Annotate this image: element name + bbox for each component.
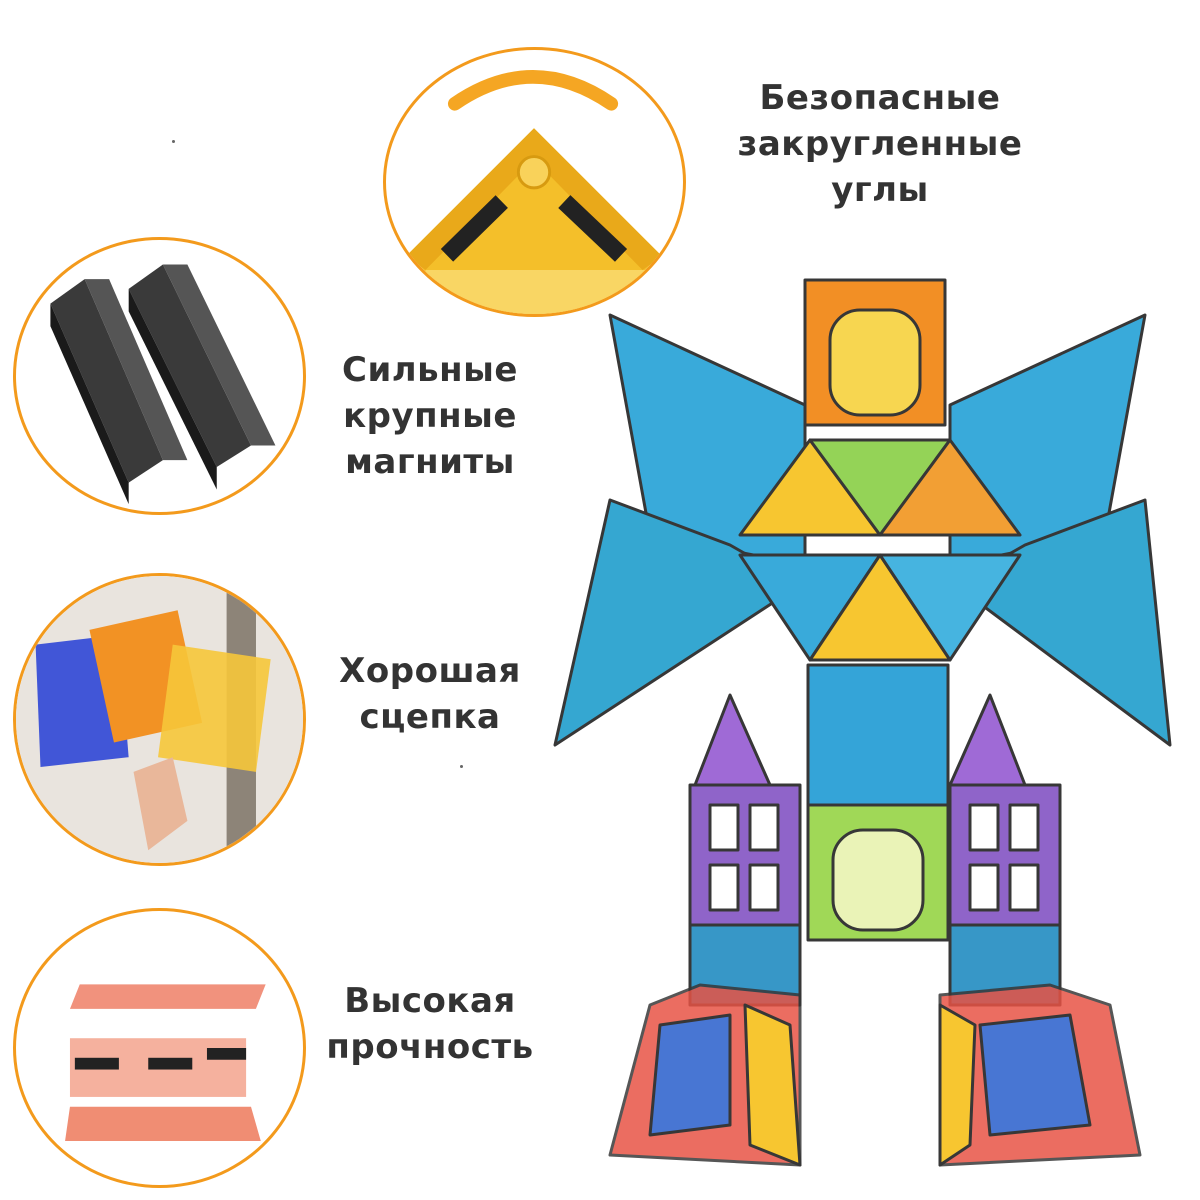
feature-line: закругленные bbox=[737, 124, 1023, 164]
feature-label-durability: Высокая прочность bbox=[320, 978, 540, 1070]
feature-line: магниты bbox=[345, 442, 515, 482]
feature-label-coupling: Хорошая сцепка bbox=[325, 648, 535, 740]
decorative-dot bbox=[460, 765, 463, 768]
feature-line: сцепка bbox=[359, 697, 501, 737]
feature-line: Сильные bbox=[342, 350, 518, 390]
feature-line: углы bbox=[831, 170, 929, 210]
connected-tiles-icon bbox=[13, 573, 306, 866]
feature-line: прочность bbox=[326, 1027, 534, 1067]
feature-line: Безопасные bbox=[759, 78, 1001, 118]
rounded-corner-tile-icon bbox=[383, 47, 686, 317]
decorative-dot bbox=[172, 140, 175, 143]
feature-label-magnets: Сильные крупные магниты bbox=[330, 347, 530, 485]
magnet-blocks-icon bbox=[13, 237, 306, 515]
magnetic-tile-robot-image bbox=[530, 265, 1190, 1185]
feature-label-rounded-corners: Безопасные закругленные углы bbox=[730, 75, 1030, 213]
feature-line: Хорошая bbox=[339, 651, 521, 691]
feature-line: Высокая bbox=[344, 981, 516, 1021]
feature-line: крупные bbox=[343, 396, 517, 436]
layered-tile-icon bbox=[13, 908, 306, 1188]
